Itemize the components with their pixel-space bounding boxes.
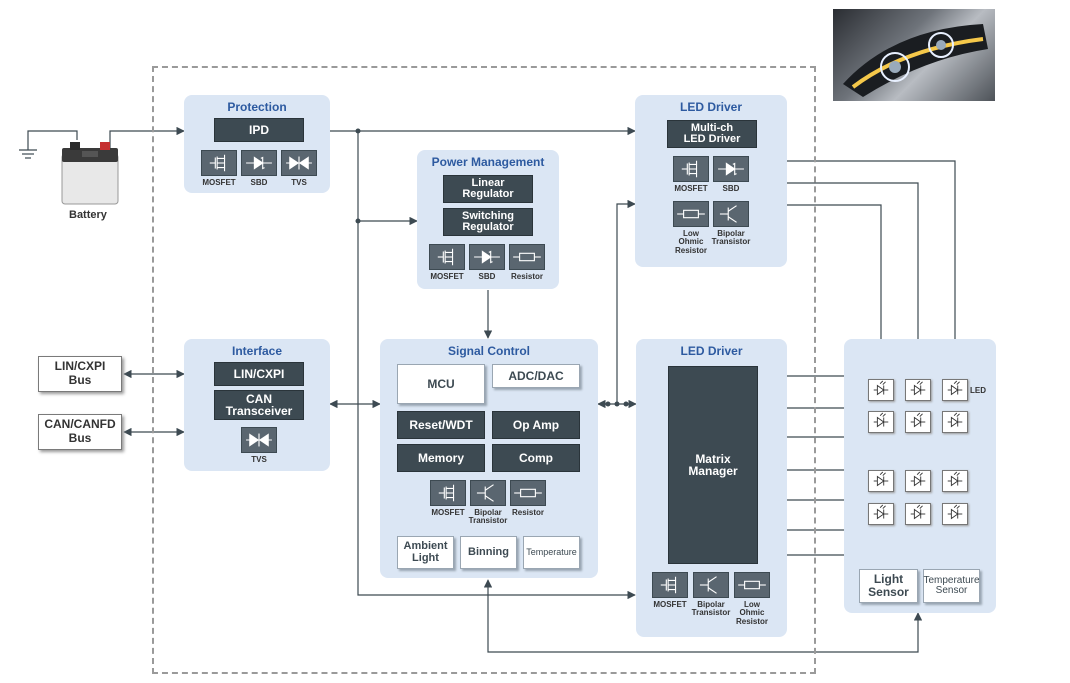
ipd-block: IPD <box>214 118 304 142</box>
led-driver-bottom-panel: LED Driver Matrix Manager MOSFET Bipolar… <box>636 339 787 637</box>
tvs-icon <box>241 427 277 453</box>
can-transceiver-block: CAN Transceiver <box>214 390 304 420</box>
led-icon <box>868 470 894 492</box>
battery-icon <box>60 140 120 206</box>
led-driver-bottom-title: LED Driver <box>680 344 743 358</box>
bipolar-transistor-caption: Bipolar Transistor <box>711 229 751 247</box>
led-driver-top-panel: LED Driver Multi-ch LED Driver MOSFET SB… <box>635 95 787 267</box>
tvs-caption: TVS <box>291 178 307 187</box>
reset-wdt-block: Reset/WDT <box>397 411 485 439</box>
lin-cxpi-block: LIN/CXPI <box>214 362 304 386</box>
resistor-icon <box>734 572 770 598</box>
resistor-caption: Resistor <box>511 508 544 517</box>
led-icon <box>905 411 931 433</box>
bipolar-transistor-icon <box>693 572 729 598</box>
mosfet-caption: MOSFET <box>202 178 236 187</box>
switching-regulator-block: Switching Regulator <box>443 208 533 236</box>
multi-ch-led-driver-block: Multi-ch LED Driver <box>667 120 757 148</box>
mosfet-icon <box>201 150 237 176</box>
power-management-panel: Power Management Linear Regulator Switch… <box>417 150 559 289</box>
mosfet-caption: MOSFET <box>431 508 465 517</box>
protection-panel: Protection IPD MOSFET SBD TVS <box>184 95 330 193</box>
sbd-caption: SBD <box>478 272 496 281</box>
bipolar-transistor-icon <box>713 201 749 227</box>
resistor-icon <box>510 480 546 506</box>
binning-block: Binning <box>460 536 517 569</box>
low-ohmic-resistor-caption: Low Ohmic Resistor <box>735 600 768 626</box>
led-icon <box>905 379 931 401</box>
signal-control-title: Signal Control <box>448 344 530 358</box>
resistor-icon <box>509 244 545 270</box>
led-icon <box>868 411 894 433</box>
sbd-caption: SBD <box>250 178 268 187</box>
led-driver-top-title: LED Driver <box>679 100 743 114</box>
resistor-caption: Resistor <box>510 272 543 281</box>
led-icon <box>942 470 968 492</box>
led-icon <box>942 411 968 433</box>
led-label: LED <box>970 386 986 395</box>
led-icon <box>905 503 931 525</box>
mosfet-caption: MOSFET <box>430 272 464 281</box>
sbd-icon <box>713 156 749 182</box>
power-management-title: Power Management <box>431 155 545 169</box>
signal-control-panel: Signal Control MCU ADC/DAC Reset/WDT Op … <box>380 339 598 578</box>
ambient-light-sensor: Ambient Light <box>397 536 454 569</box>
bipolar-transistor-caption: Bipolar Transistor <box>468 508 508 526</box>
sbd-caption: SBD <box>722 184 740 193</box>
led-icon <box>868 379 894 401</box>
mosfet-icon <box>673 156 709 182</box>
headlight-photo <box>833 9 995 101</box>
mosfet-icon <box>430 480 466 506</box>
led-icon <box>942 503 968 525</box>
bipolar-transistor-caption: Bipolar Transistor <box>691 600 731 618</box>
led-icon <box>905 470 931 492</box>
mosfet-caption: MOSFET <box>653 600 687 609</box>
system-boundary <box>152 66 816 674</box>
sbd-icon <box>469 244 505 270</box>
sbd-icon <box>241 150 277 176</box>
led-icon <box>868 503 894 525</box>
adc-dac-block: ADC/DAC <box>492 364 580 388</box>
linear-regulator-block: Linear Regulator <box>443 175 533 203</box>
resistor-icon <box>673 201 709 227</box>
mosfet-caption: MOSFET <box>674 184 708 193</box>
protection-title: Protection <box>227 100 287 114</box>
temperature-sensor: Temperature Sensor <box>923 569 980 603</box>
can-canfd-bus: CAN/CANFD Bus <box>38 414 122 450</box>
interface-title: Interface <box>231 344 283 358</box>
mosfet-icon <box>652 572 688 598</box>
battery-label: Battery <box>69 209 107 221</box>
tvs-caption: TVS <box>251 455 267 464</box>
op-amp-block: Op Amp <box>492 411 580 439</box>
light-sensor: Light Sensor <box>859 569 918 603</box>
mosfet-icon <box>429 244 465 270</box>
lin-cxpi-bus: LIN/CXPI Bus <box>38 356 122 392</box>
temperature-block: Temperature <box>523 536 580 569</box>
bipolar-transistor-icon <box>470 480 506 506</box>
interface-panel: Interface LIN/CXPI CAN Transceiver TVS <box>184 339 330 471</box>
comp-block: Comp <box>492 444 580 472</box>
low-ohmic-resistor-caption: Low Ohmic Resistor <box>674 229 707 255</box>
memory-block: Memory <box>397 444 485 472</box>
tvs-icon <box>281 150 317 176</box>
matrix-manager-block: Matrix Manager <box>668 366 758 564</box>
mcu-block: MCU <box>397 364 485 404</box>
led-icon <box>942 379 968 401</box>
